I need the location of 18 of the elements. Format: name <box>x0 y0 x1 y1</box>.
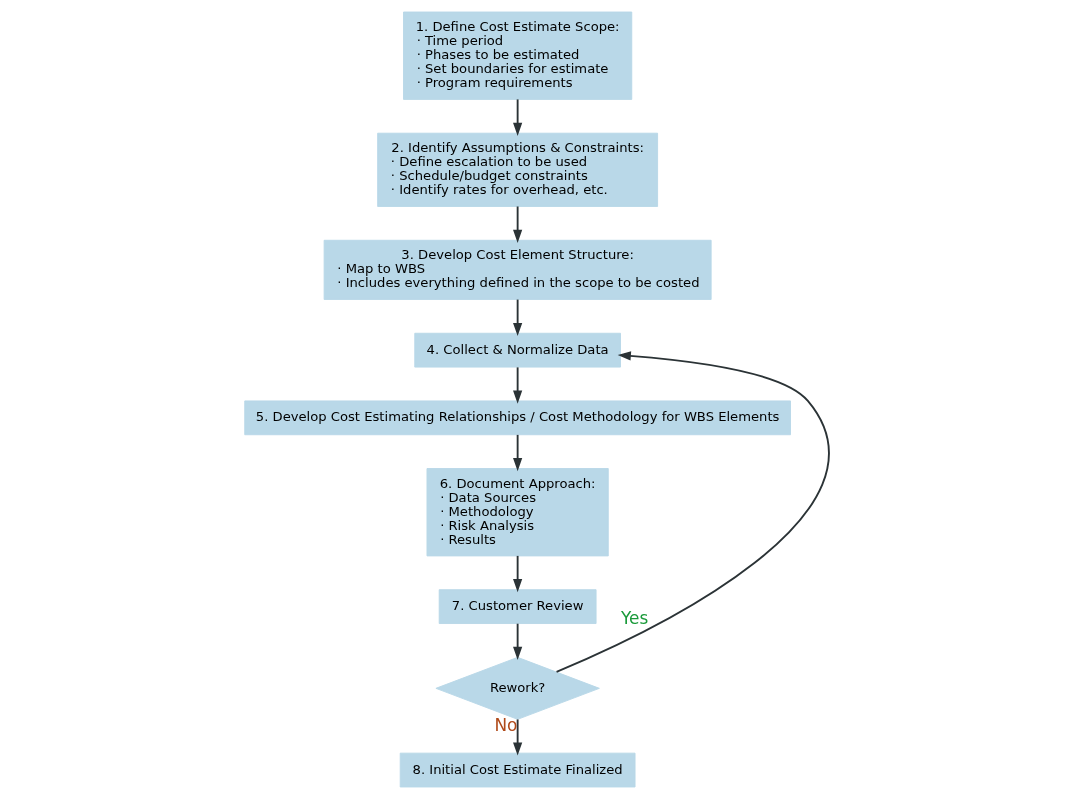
node-box: 8. Initial Cost Estimate Finalized <box>399 752 635 788</box>
node-box: 2. Identify Assumptions & Constraints: · Define escalation to be used · Schedule/budget constraints · Identify rates for overhead, etc. <box>376 132 658 207</box>
node-box: 3. Develop Cost Element Structure: · Map to WBS · Includes everything defined in the scope to be costed <box>323 239 712 300</box>
arrow <box>512 205 522 243</box>
arrow <box>512 366 522 404</box>
edge-label: Yes <box>620 607 648 628</box>
node-box: 6. Document Approach: · Data Sources · Methodology · Risk Analysis · Results <box>426 468 609 557</box>
arrow <box>512 433 522 472</box>
node-box: 5. Develop Cost Estimating Relationships / Cost Methodology for WBS Elements <box>243 400 791 436</box>
arrow <box>512 554 522 593</box>
arrow <box>555 351 830 673</box>
node-box: 4. Collect & Normalize Data <box>413 332 621 368</box>
arrow <box>512 298 522 337</box>
arrow <box>512 622 522 660</box>
arrow <box>512 718 522 756</box>
node-box: 7. Customer Review <box>438 589 597 624</box>
arrow <box>512 98 522 137</box>
node-box: 1. Define Cost Estimate Scope: · Time period · Phases to be estimated · Set boundaries for estimate · Program requirements <box>402 11 632 100</box>
